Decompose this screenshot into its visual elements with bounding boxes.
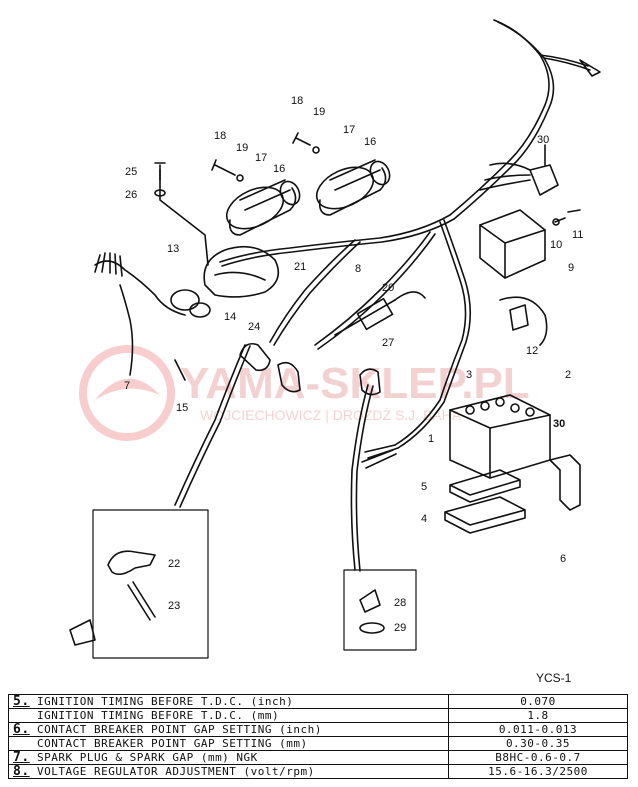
callout: 19	[313, 106, 325, 118]
callout: 30	[553, 418, 565, 430]
callout: 15	[176, 402, 188, 414]
voltage-regulator	[479, 209, 546, 279]
callout: 4	[421, 513, 427, 525]
spec-label: CONTACT BREAKER POINT GAP SETTING (mm)	[37, 737, 308, 750]
spec-value: B8HC-0.6-0.7	[448, 750, 628, 765]
spec-item-number: 8.	[13, 764, 30, 779]
spec-row: 7. SPARK PLUG & SPARK GAP (mm) NGK B8HC-0.…	[8, 750, 628, 765]
callout: 22	[168, 558, 180, 570]
spec-label: CONTACT BREAKER POINT GAP SETTING (inch)	[37, 723, 322, 736]
ignition-coil-left	[225, 179, 301, 236]
callout: 23	[168, 600, 180, 612]
spec-value: 1.8	[448, 708, 628, 723]
callout: 16	[273, 163, 285, 175]
callout: 27	[382, 337, 394, 349]
spec-row: CONTACT BREAKER POINT GAP SETTING (mm) 0.…	[8, 736, 628, 751]
callout: 18	[291, 95, 303, 107]
callout: 24	[248, 321, 260, 333]
spec-label-cell: 7. SPARK PLUG & SPARK GAP (mm) NGK	[8, 750, 449, 765]
watermark-brand: YAMA-SKLEP.PL	[180, 359, 530, 408]
callout: 8	[355, 263, 361, 275]
callout: 13	[167, 243, 179, 255]
callout: 29	[394, 622, 406, 634]
callout: 26	[125, 189, 137, 201]
spec-item-number: 7.	[13, 750, 30, 765]
callout: 1	[428, 433, 434, 445]
watermark-tagline: WOJCIECHOWICZ | DROŻDŻ S.J. BAHA	[200, 406, 462, 423]
spec-label-cell: 5. IGNITION TIMING BEFORE T.D.C. (inch)	[8, 694, 449, 709]
model-code: YCS-1	[536, 671, 572, 685]
callout: 10	[550, 239, 562, 251]
callout-labels: 1 2 3 4 5 6 7 8 9 10 11 12 13 14 15 16 1…	[124, 95, 583, 634]
wiring-diagram: YAMA-SKLEP.PL WOJCIECHOWICZ | DROŻDŻ S.J…	[69, 19, 601, 659]
callout: 11	[572, 229, 583, 241]
callout: 9	[568, 262, 574, 274]
spec-label: IGNITION TIMING BEFORE T.D.C. (mm)	[37, 709, 280, 722]
spec-label: VOLTAGE REGULATOR ADJUSTMENT (volt/rpm)	[37, 765, 315, 778]
spec-value: 0.070	[448, 694, 628, 709]
spec-row: IGNITION TIMING BEFORE T.D.C. (mm) 1.8	[8, 708, 628, 723]
callout: 14	[224, 311, 236, 323]
spec-item-number: 5.	[13, 694, 30, 709]
callout: 7	[124, 380, 130, 392]
spec-value: 0.011-0.013	[448, 722, 628, 737]
callout: 21	[294, 261, 306, 273]
callout: 16	[364, 136, 376, 148]
callout: 28	[394, 597, 406, 609]
spec-label-cell: 6. CONTACT BREAKER POINT GAP SETTING (inc…	[8, 722, 449, 737]
callout: 12	[526, 345, 538, 357]
contact-breaker	[203, 245, 280, 298]
watermark-logo-icon	[79, 345, 175, 441]
spec-label: IGNITION TIMING BEFORE T.D.C. (inch)	[37, 695, 294, 708]
spec-label-cell: IGNITION TIMING BEFORE T.D.C. (mm)	[8, 708, 449, 723]
main-harness	[219, 19, 550, 263]
callout: 19	[236, 142, 248, 154]
spec-row: 8. VOLTAGE REGULATOR ADJUSTMENT (volt/rpm…	[8, 764, 628, 779]
callout: 6	[560, 553, 566, 565]
spec-table: 5. IGNITION TIMING BEFORE T.D.C. (inch) 0.…	[8, 694, 628, 779]
spec-label-cell: 8. VOLTAGE REGULATOR ADJUSTMENT (volt/rpm…	[8, 764, 449, 779]
callout: 17	[255, 152, 267, 164]
ignition-coil-right	[315, 159, 391, 216]
callout: 20	[382, 282, 394, 294]
spec-value: 15.6-16.3/2500	[448, 764, 628, 779]
callout: 30	[537, 134, 549, 146]
callout: 18	[214, 130, 226, 142]
callout: 5	[421, 481, 427, 493]
spec-item-number: 6.	[13, 722, 30, 737]
watermark: YAMA-SKLEP.PL WOJCIECHOWICZ | DROŻDŻ S.J…	[79, 345, 530, 441]
spec-label: SPARK PLUG & SPARK GAP (mm) NGK	[37, 751, 258, 764]
spec-row: 5. IGNITION TIMING BEFORE T.D.C. (inch) 0.…	[8, 694, 628, 709]
callout: 25	[125, 166, 137, 178]
spec-row: 6. CONTACT BREAKER POINT GAP SETTING (inc…	[8, 722, 628, 737]
callout: 17	[343, 124, 355, 136]
spec-value: 0.30-0.35	[448, 736, 628, 751]
spec-label-cell: CONTACT BREAKER POINT GAP SETTING (mm)	[8, 736, 449, 751]
callout: 2	[565, 369, 571, 381]
callout: 3	[466, 369, 472, 381]
